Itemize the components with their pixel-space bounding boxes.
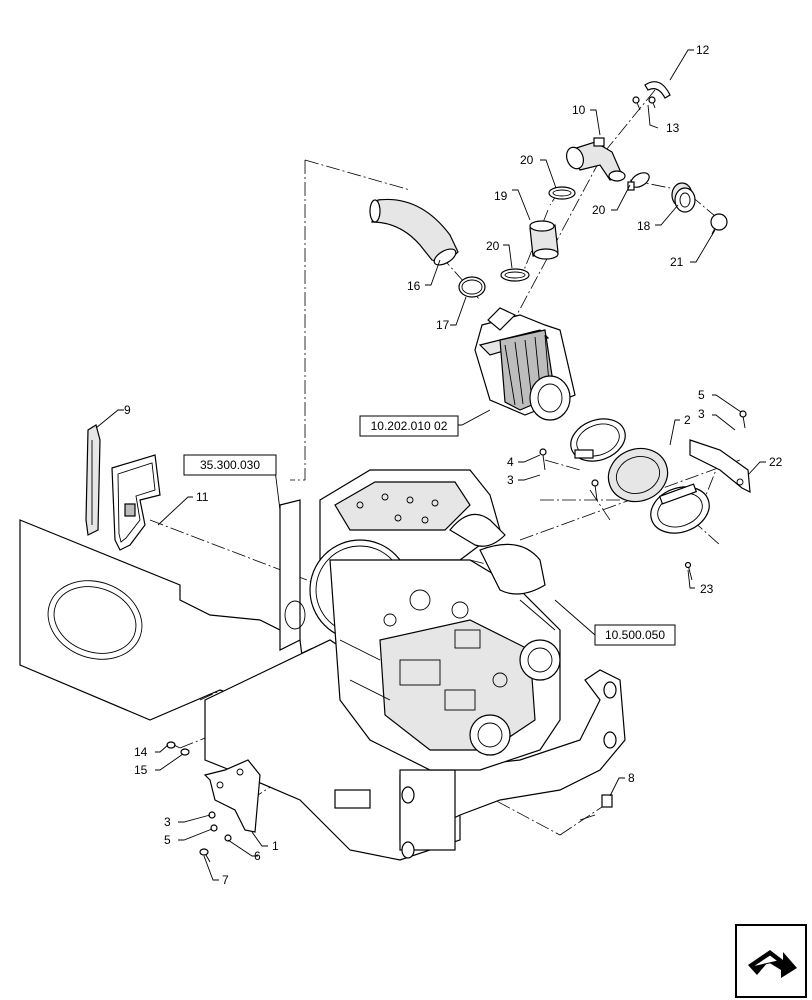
callout-3-right: 3: [698, 407, 705, 421]
callout-8: 8: [628, 771, 635, 785]
hose-clamp-20-upper: [548, 186, 576, 200]
bracket-1: [203, 759, 261, 833]
seal-strip-9: [85, 424, 101, 536]
callout-23: 23: [700, 582, 714, 596]
band-clamp-2: [570, 418, 710, 534]
callout-2: 2: [684, 413, 691, 427]
callout-3-lower: 3: [164, 815, 171, 829]
air-cleaner: [474, 307, 576, 421]
leader-lines: [95, 49, 766, 881]
reference-air-cleaner-label: 10.202.010 02: [371, 419, 448, 433]
bolt-mid: [591, 479, 599, 501]
bolt-7: [199, 848, 211, 863]
shield-11: [111, 454, 161, 551]
callout-14: 14: [134, 745, 148, 759]
sleeve-19: [529, 220, 559, 260]
callout-20-upper: 20: [520, 153, 534, 167]
intake-hose: [369, 198, 459, 266]
elbow-10: [565, 137, 626, 182]
hose-clamp-20-lower: [500, 268, 530, 282]
washer-15: [180, 748, 190, 756]
callout-16: 16: [407, 279, 421, 293]
bolt-23: [684, 561, 693, 581]
callout-18: 18: [637, 219, 651, 233]
callout-10: 10: [572, 103, 586, 117]
next-page-arrow-icon[interactable]: [735, 924, 807, 998]
engine-assembly: [309, 469, 561, 771]
callout-12: 12: [696, 43, 710, 57]
reference-engine-label: 10.500.050: [605, 628, 665, 642]
washer-5-lower: [210, 824, 218, 832]
callout-17: 17: [436, 318, 450, 332]
bracket-22: [689, 439, 751, 494]
callout-4: 4: [507, 455, 514, 469]
nut-8: [579, 794, 613, 821]
callout-1: 1: [272, 839, 279, 853]
callout-20-right: 20: [592, 203, 606, 217]
callout-7: 7: [222, 873, 229, 887]
coupler-18: [671, 182, 696, 213]
bracket-12: [644, 81, 671, 99]
bolt-3-right: [739, 410, 747, 429]
callout-20-lower: 20: [486, 239, 500, 253]
reference-chassis: 35.300.030: [183, 454, 277, 476]
callout-numbers: 12 10 13 20 19 20 18 20 21 16 17 5 3 2 2…: [124, 43, 783, 887]
callout-21: 21: [670, 255, 684, 269]
callout-19: 19: [494, 189, 508, 203]
callout-9: 9: [124, 403, 131, 417]
callout-3-mid: 3: [507, 473, 514, 487]
bolt-4: [539, 448, 547, 471]
reference-engine: 10.500.050: [594, 624, 676, 646]
callout-13: 13: [666, 121, 680, 135]
callout-22: 22: [769, 455, 783, 469]
screw-13: [632, 96, 656, 111]
callout-5-right: 5: [698, 388, 705, 402]
bolt-14: [166, 741, 181, 749]
reference-air-cleaner: 10.202.010 02: [359, 415, 459, 437]
callout-11: 11: [196, 490, 209, 504]
callout-15: 15: [134, 763, 148, 777]
washer-6: [224, 834, 232, 842]
hose-clamp-20-right: [627, 172, 650, 191]
callout-6: 6: [254, 849, 261, 863]
hose-clamp-17: [458, 276, 486, 298]
reference-chassis-label: 35.300.030: [200, 458, 260, 472]
callout-5-lower: 5: [164, 833, 171, 847]
hose-clamp-21: [710, 213, 728, 235]
